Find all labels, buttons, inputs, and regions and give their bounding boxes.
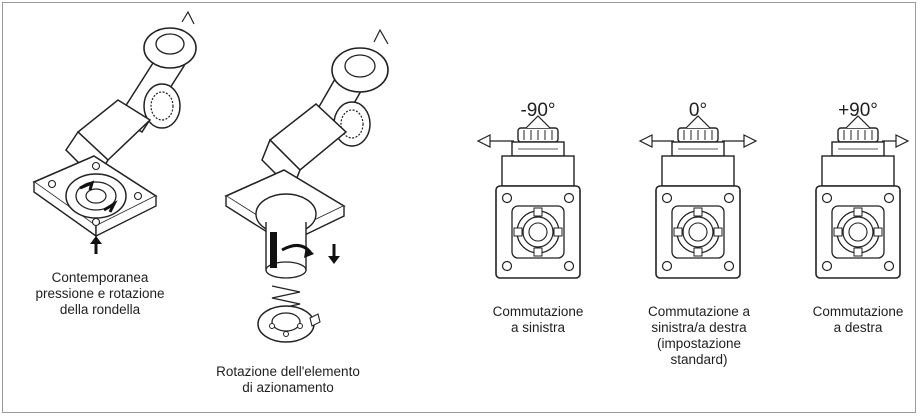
switch-position-center: [638, 115, 758, 279]
caption-right: Commutazione a destra: [812, 304, 904, 335]
caption-step1: Contemporanea pressione e rotazione dell…: [35, 270, 165, 317]
angle-label-left: -90°: [520, 100, 556, 121]
caption-step2: Rotazione dell'elemento di azionamento: [216, 364, 360, 395]
figure-frame: [2, 2, 916, 413]
angle-label-right: +90°: [838, 100, 878, 121]
switch-position-left: [476, 115, 581, 279]
caption-both: Commutazione a sinistra/a destra (impost…: [647, 304, 751, 367]
switch-illustration-step1: [32, 10, 197, 254]
switch-position-right: [815, 115, 910, 279]
angle-label-center: 0°: [688, 100, 708, 121]
switch-illustration-step2: [224, 28, 389, 343]
caption-left: Commutazione a sinistra: [492, 304, 584, 335]
